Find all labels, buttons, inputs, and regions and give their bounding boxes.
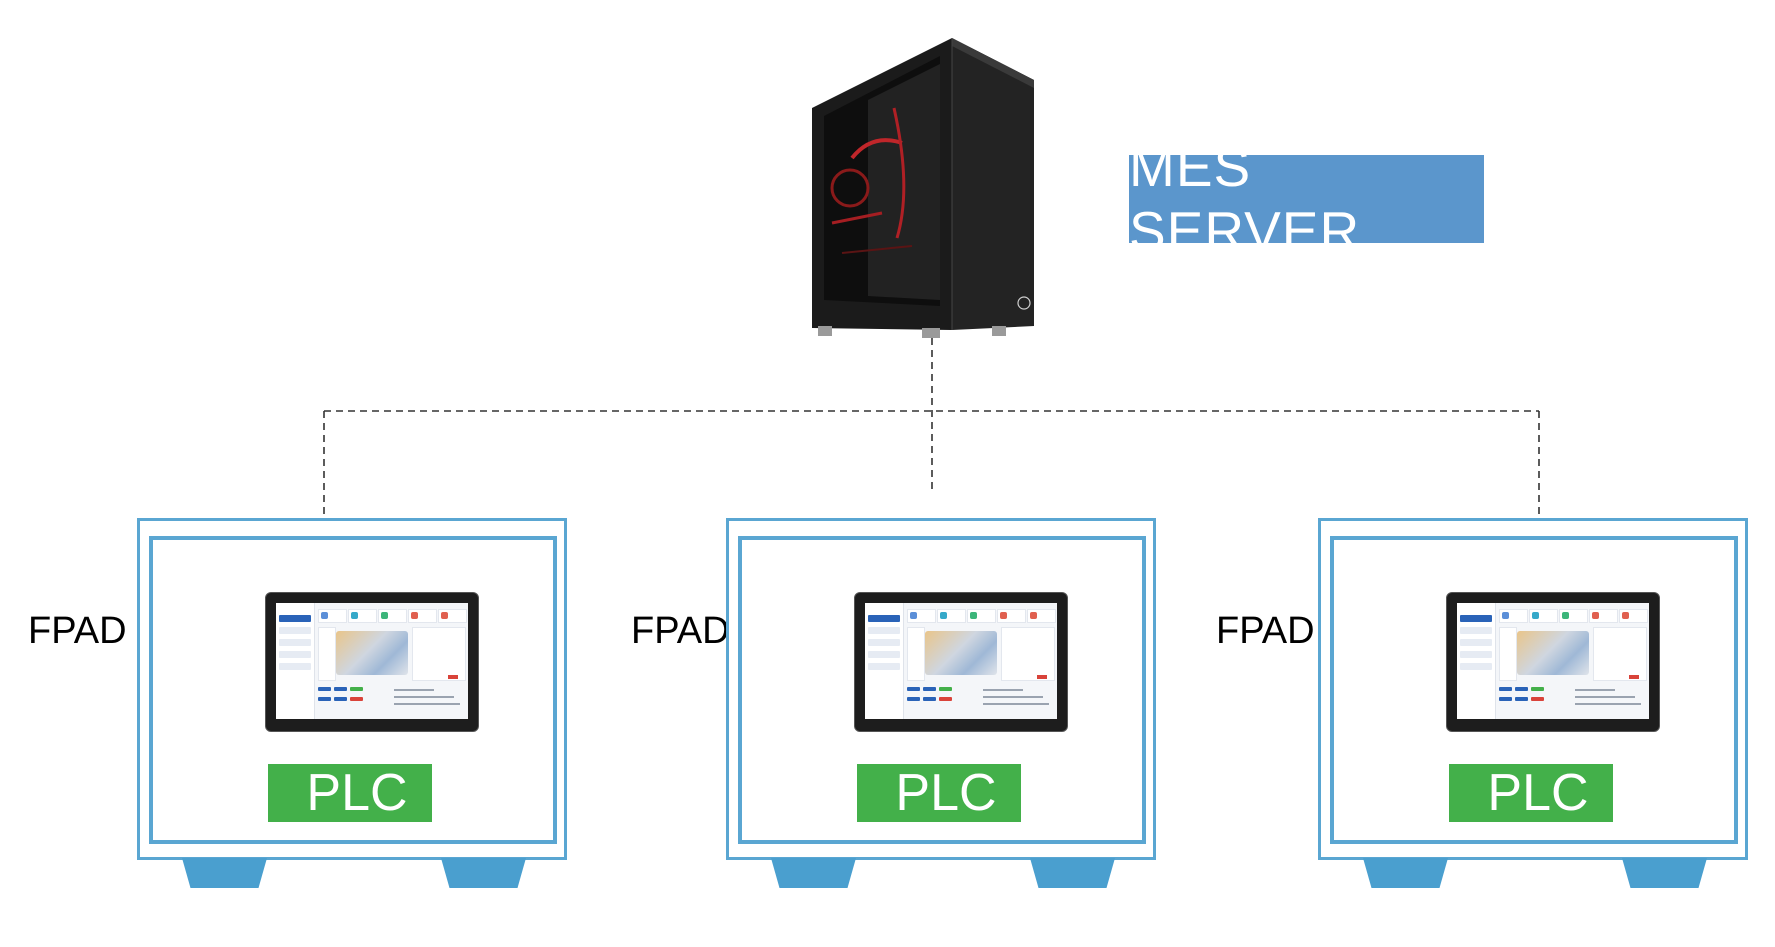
machine-foot-left — [1363, 858, 1448, 888]
machine-inner-frame: PLC — [738, 536, 1146, 844]
machine-foot-right — [1030, 858, 1115, 888]
fpad-tablet-icon — [854, 592, 1068, 732]
machine-1: PLC — [137, 518, 567, 890]
fpad-tablet-icon — [265, 592, 479, 732]
machine-outer-frame — [726, 518, 1156, 860]
mes-server-label: MES SERVER — [1129, 136, 1484, 262]
machine-inner-frame: PLC — [149, 536, 557, 844]
tablet-screen — [865, 603, 1057, 719]
machine-2: PLC — [726, 518, 1156, 890]
machine-foot-right — [441, 858, 526, 888]
plc-label-2: PLC — [857, 764, 1021, 822]
machine-outer-frame — [137, 518, 567, 860]
fpad-label-2: FPAD — [631, 610, 730, 652]
mes-server-label-text: MES SERVER — [1129, 136, 1361, 262]
machine-foot-left — [771, 858, 856, 888]
machine-inner-frame: PLC — [1330, 536, 1738, 844]
machine-3: PLC — [1318, 518, 1748, 890]
machine-foot-right — [1622, 858, 1707, 888]
machine-foot-left — [182, 858, 267, 888]
fpad-label-3: FPAD — [1216, 610, 1315, 652]
server-tower-icon — [812, 38, 1034, 338]
plc-label-3: PLC — [1449, 764, 1613, 822]
plc-label-1: PLC — [268, 764, 432, 822]
machine-outer-frame — [1318, 518, 1748, 860]
fpad-label-1: FPAD — [28, 610, 127, 652]
tablet-screen — [1457, 603, 1649, 719]
tablet-screen — [276, 603, 468, 719]
fpad-tablet-icon — [1446, 592, 1660, 732]
